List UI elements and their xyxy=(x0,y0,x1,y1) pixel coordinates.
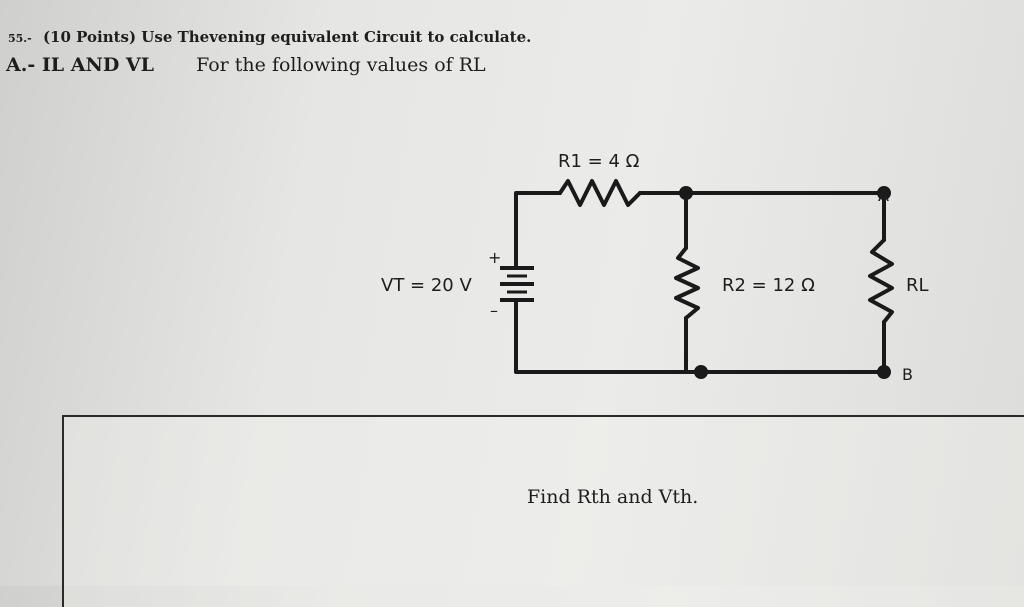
minus-sign: – xyxy=(490,301,498,320)
question-title: (10 Points) Use Thevening equivalent Cir… xyxy=(42,28,532,46)
node-a-label: A xyxy=(878,186,889,205)
wire-bottom xyxy=(514,298,886,374)
question-number: 55.- xyxy=(8,32,32,45)
resistor-r2 xyxy=(674,246,700,320)
terminal-a-dot xyxy=(877,186,891,200)
circuit-diagram: R1 = 4 Ω VT = 20 V + – R2 = 12 Ω RL A B xyxy=(381,151,929,384)
question-header: 55.- (10 Points) Use Thevening equivalen… xyxy=(8,28,531,46)
answer-box xyxy=(62,415,1024,607)
r1-label: R1 = 4 Ω xyxy=(558,151,640,172)
junction-bottom xyxy=(694,365,708,379)
node-b-label: B xyxy=(902,365,913,384)
terminal-b-dot xyxy=(877,365,891,379)
worksheet-page: 55.- (10 Points) Use Thevening equivalen… xyxy=(6,28,1024,607)
part-prompt: For the following values of RL xyxy=(196,54,486,76)
resistor-r1 xyxy=(558,179,642,207)
answer-box-text: Find Rth and Vth. xyxy=(527,486,699,508)
source-label: VT = 20 V xyxy=(381,275,472,296)
junction-top xyxy=(679,186,693,200)
plus-sign: + xyxy=(488,248,501,267)
wire-left-top xyxy=(514,191,562,270)
question-subpart: A.- IL AND VL For the following values o… xyxy=(6,54,486,76)
r2-label: R2 = 12 Ω xyxy=(722,275,815,296)
resistor-rl xyxy=(868,238,894,324)
rl-label: RL xyxy=(906,275,929,296)
part-label: A.- IL AND VL xyxy=(6,54,155,76)
battery-symbol xyxy=(500,266,534,302)
